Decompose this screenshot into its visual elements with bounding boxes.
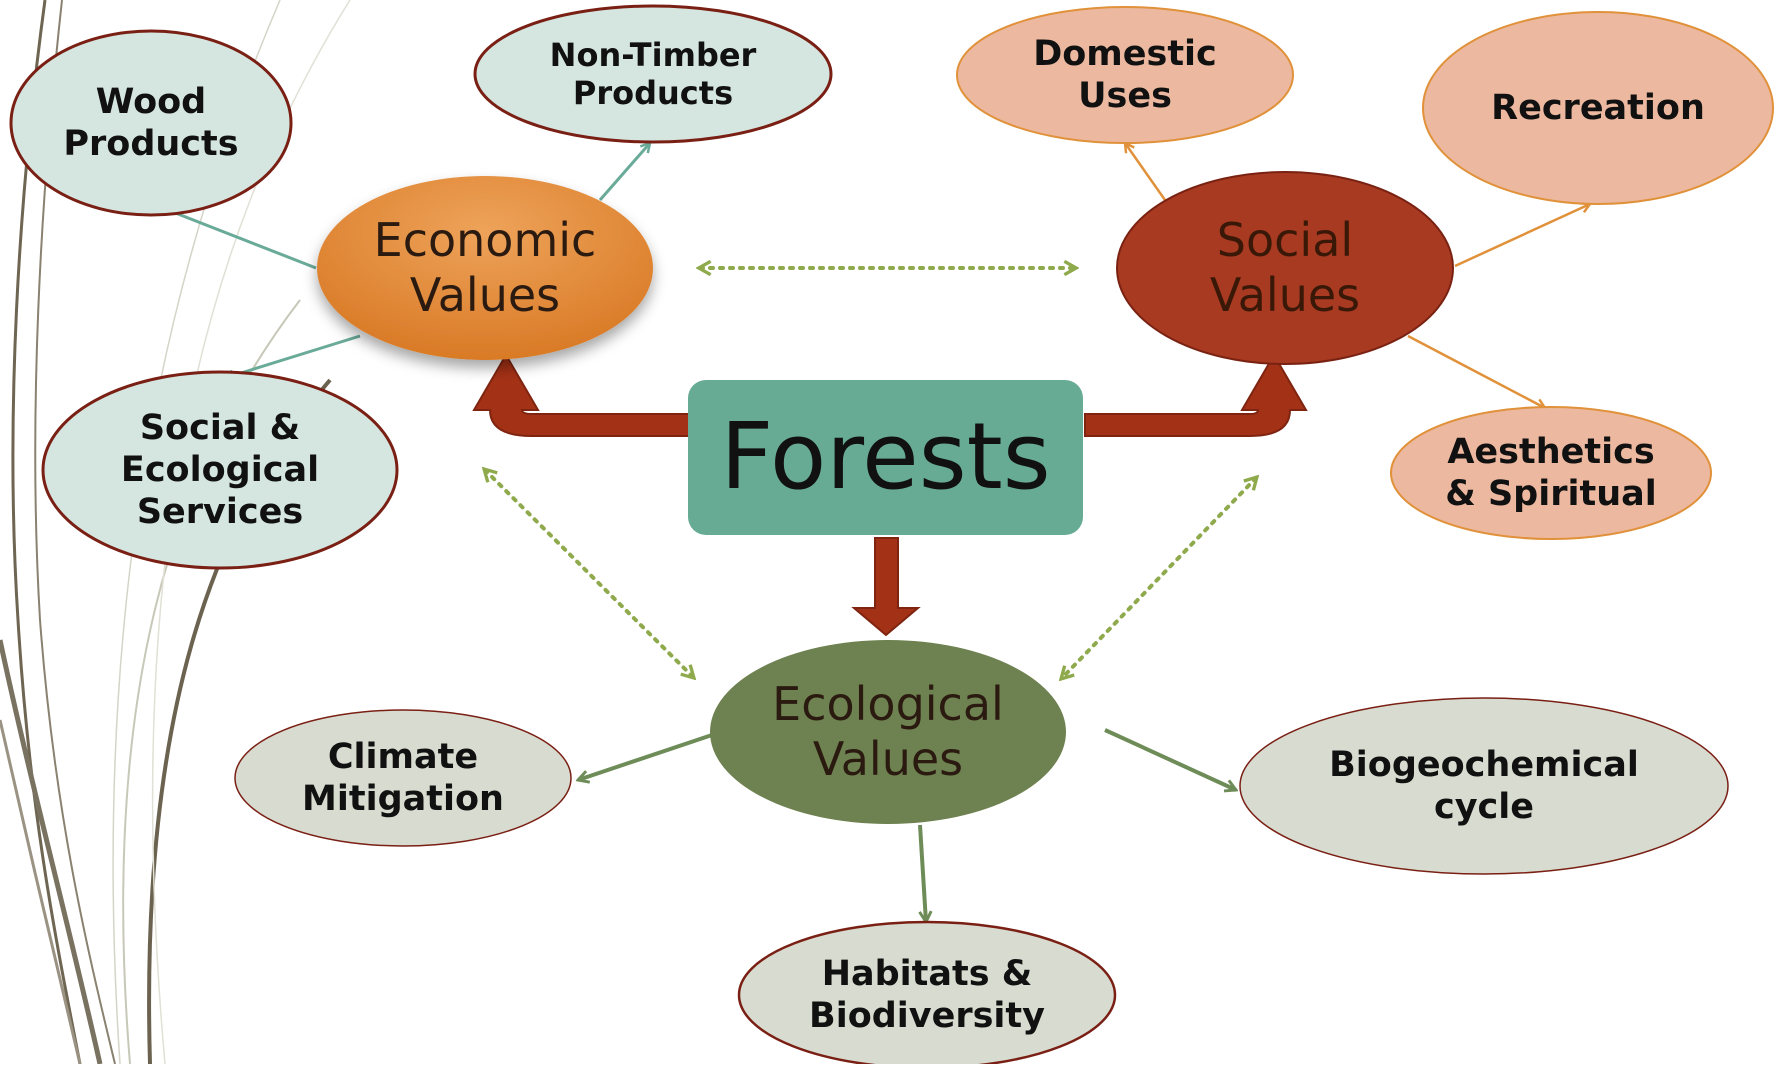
arrow-to-aesthetics-spiritual [1407, 334, 1545, 408]
ecological-values-label: Ecological Values [772, 676, 1004, 786]
biogeochemical-cycle-label: Biogeochemical cycle [1329, 745, 1639, 827]
aesthetics-spiritual-node [1390, 406, 1712, 540]
arrow-to-biogeochemical-cycle [1104, 728, 1236, 790]
social-values-node [1116, 171, 1454, 365]
recreation-node [1422, 11, 1774, 205]
domestic-uses-label: Domestic Uses [1033, 34, 1217, 116]
habitats-biodiversity-node [737, 920, 1117, 1064]
arrow-to-recreation [1454, 204, 1590, 268]
dotted-arrow-economic-ecological [485, 470, 693, 677]
thick-arrow-to-economic [472, 353, 691, 437]
arrow-to-wood-products [155, 205, 317, 270]
climate-mitigation-node [234, 709, 572, 847]
non-timber-products-node [473, 4, 833, 144]
dotted-arrow-social-ecological [1062, 478, 1256, 678]
social-leaf-arrows [1125, 143, 1590, 408]
dotted-relation-arrows [485, 268, 1256, 678]
arrow-to-habitats-biodiversity [918, 824, 926, 922]
forest-main-arrows [472, 353, 1308, 637]
thick-arrow-to-ecological [851, 537, 921, 637]
domestic-uses-node [956, 6, 1294, 144]
recreation-label: Recreation [1491, 88, 1705, 128]
ecological-leaf-arrows [578, 728, 1236, 922]
arrow-to-climate-mitigation [578, 733, 713, 780]
wood-products-node [9, 29, 293, 217]
social-ecological-services-label: Social & Ecological Services [120, 408, 320, 532]
forests-label: Forests [720, 403, 1051, 511]
economic-values-label: Economic Values [373, 212, 597, 322]
social-ecological-services-node [41, 370, 399, 570]
arrow-to-social-ecological-services [225, 334, 361, 378]
arrow-to-non-timber-products [598, 143, 650, 201]
wood-products-label: Wood Products [63, 82, 239, 164]
aesthetics-spiritual-label: Aesthetics & Spiritual [1445, 432, 1657, 514]
habitats-biodiversity-label: Habitats & Biodiversity [809, 954, 1045, 1036]
biogeochemical-cycle-node [1239, 697, 1729, 875]
forests-center-box [688, 380, 1083, 535]
economic-leaf-arrows [155, 143, 650, 378]
ecological-values-node [710, 640, 1066, 824]
arrow-to-domestic-uses [1125, 143, 1167, 201]
economic-values-node [317, 176, 653, 360]
non-timber-products-label: Non-Timber Products [549, 35, 757, 112]
social-values-label: Social Values [1209, 212, 1361, 322]
climate-mitigation-label: Climate Mitigation [302, 737, 504, 819]
thick-arrow-to-social [1084, 353, 1308, 437]
